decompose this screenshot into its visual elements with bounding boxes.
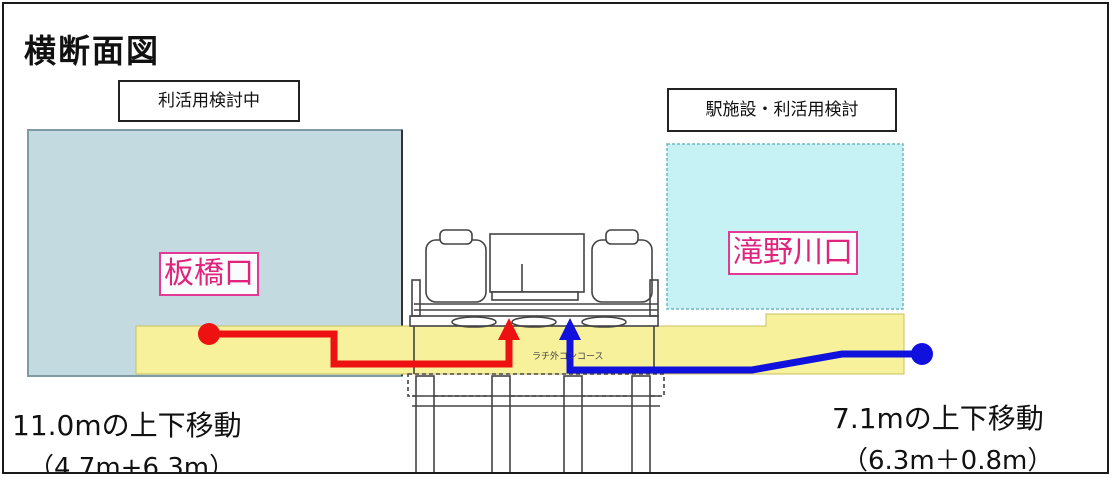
railway-viaduct — [407, 229, 665, 472]
right-vertical-move-detail: （6.3m＋0.8m） — [842, 446, 1054, 474]
right-area-label: 駅施設・利活用検討 — [667, 88, 897, 132]
left-vertical-move-label: 11.0mの上下移動 — [12, 409, 242, 442]
cross-section-diagram: ラチ外コンコース — [27, 129, 933, 472]
right-vertical-move-label: 7.1mの上下移動 — [832, 402, 1044, 435]
right-route-arrowhead — [559, 318, 581, 340]
left-vertical-move-detail: （4.7m+6.3m） — [28, 453, 236, 474]
takinogawa-exit-label: 滝野川口 — [728, 231, 858, 275]
concourse-label: ラチ外コンコース — [532, 350, 604, 362]
page-title: 横断面図 — [24, 32, 161, 70]
right-route-start-dot — [911, 343, 933, 365]
concourse-level — [135, 313, 905, 375]
left-route-start-dot — [198, 323, 220, 345]
left-route-arrowhead — [498, 318, 520, 340]
right-area-block — [666, 143, 904, 310]
right-route — [566, 336, 922, 374]
left-area-label: 利活用検討中 — [118, 80, 300, 122]
left-route — [209, 330, 513, 368]
itabashi-exit-label: 板橋口 — [159, 252, 259, 296]
